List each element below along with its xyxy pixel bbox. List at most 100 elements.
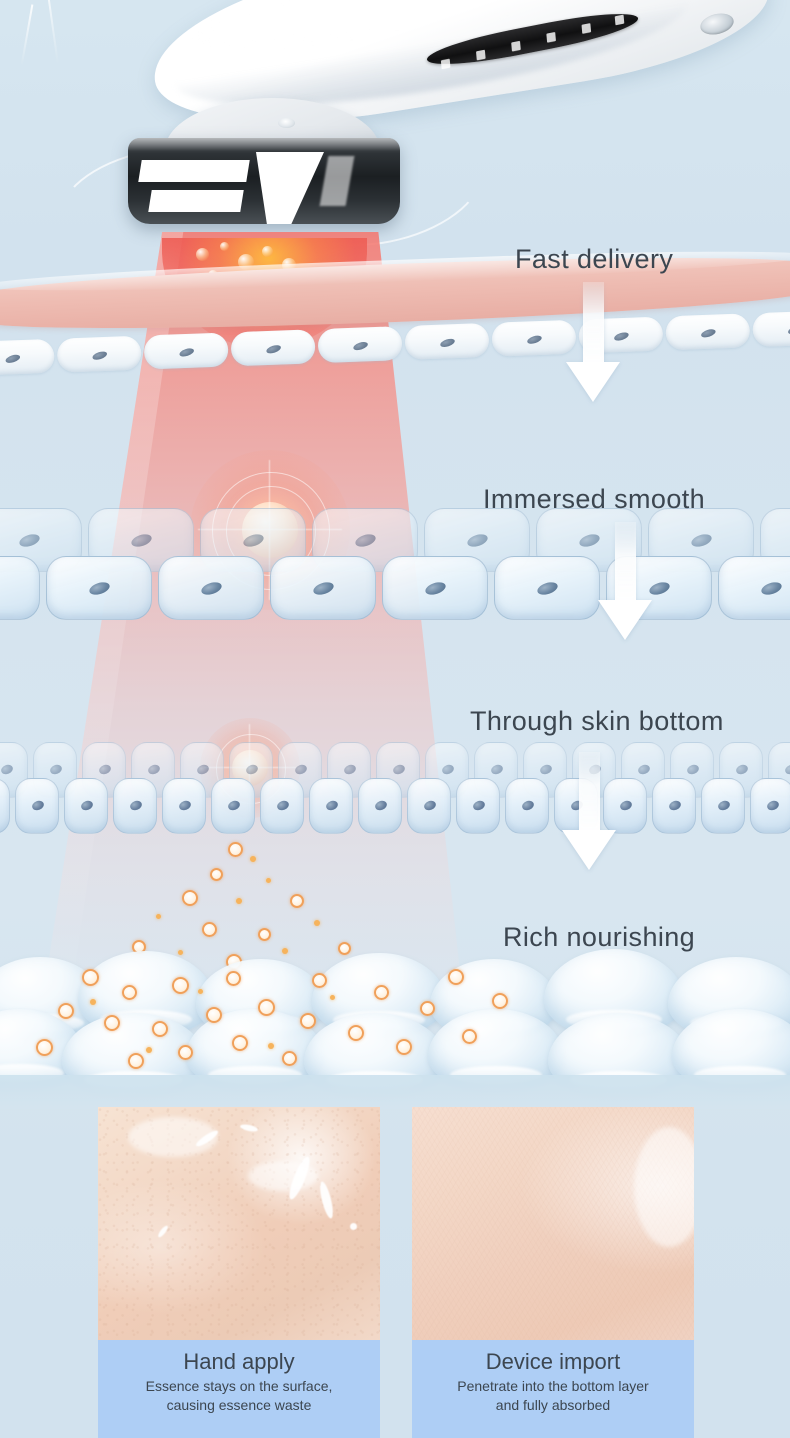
essence-ring xyxy=(226,971,241,986)
head-sheen-lower xyxy=(148,190,244,212)
control-icon-1 xyxy=(440,58,451,70)
device-treatment-head xyxy=(128,138,400,224)
epidermis-cell-row-front xyxy=(0,556,790,620)
skin-cell xyxy=(162,778,206,834)
skin-cell xyxy=(0,778,10,834)
essence-ring xyxy=(232,1035,248,1051)
essence-dot xyxy=(156,914,161,919)
essence-ring xyxy=(178,1045,193,1060)
control-icon-3 xyxy=(511,40,521,52)
head-sheen-wedge xyxy=(256,152,324,224)
skin-cell xyxy=(15,778,59,834)
control-icon-2 xyxy=(476,49,486,61)
skin-cell xyxy=(143,332,229,370)
essence-ring xyxy=(172,977,189,994)
photo-hand-apply xyxy=(98,1107,380,1340)
skin-layer-epidermis xyxy=(0,508,790,648)
essence-ring xyxy=(228,842,243,857)
skin-cell xyxy=(752,310,790,348)
essence-ring xyxy=(202,922,217,937)
essence-bubble xyxy=(220,242,229,251)
arrow-head xyxy=(598,600,652,640)
skin-cell xyxy=(56,335,142,373)
essence-dot xyxy=(178,950,183,955)
essence-dot xyxy=(268,1043,274,1049)
essence-ring xyxy=(36,1039,53,1056)
caption-line-2: and fully absorbed xyxy=(495,1397,611,1413)
caption-line-1: Essence stays on the surface, xyxy=(145,1378,333,1394)
skin-cell xyxy=(494,556,600,620)
control-icon-4 xyxy=(546,31,556,43)
device-head-rim xyxy=(128,138,400,151)
skin-cell xyxy=(407,778,451,834)
essence-dot xyxy=(146,1047,152,1053)
skin-cell xyxy=(491,319,577,357)
essence-ring xyxy=(104,1015,120,1031)
skin-cell xyxy=(505,778,549,834)
essence-ring xyxy=(448,969,464,985)
caption-title: Hand apply xyxy=(183,1349,295,1374)
caption-line-2: causing essence waste xyxy=(166,1397,312,1413)
essence-dot xyxy=(282,948,288,954)
step-label-through-skin-bottom: Through skin bottom xyxy=(470,706,724,736)
skin-cell xyxy=(652,778,696,834)
skin-cell xyxy=(113,778,157,834)
essence-dot xyxy=(266,878,271,883)
skin-cell xyxy=(309,778,353,834)
skin-cell xyxy=(260,778,304,834)
essence-ring xyxy=(58,1003,74,1019)
skin-cell xyxy=(456,778,500,834)
essence-ring xyxy=(122,985,137,1000)
step-label-immersed-smooth: Immersed smooth xyxy=(483,484,706,514)
essence-ring xyxy=(182,890,198,906)
skin-cell xyxy=(750,778,790,834)
essence-ring xyxy=(282,1051,297,1066)
arrow-head xyxy=(562,830,616,870)
comparison-card-hand-apply[interactable]: Hand apply Essence stays on the surface,… xyxy=(98,1107,380,1438)
deep-layer-fade xyxy=(0,1075,790,1109)
essence-ring xyxy=(152,1021,168,1037)
essence-dot xyxy=(250,856,256,862)
essence-ring xyxy=(396,1039,412,1055)
essence-droplet xyxy=(350,1223,357,1230)
step-label-fast-delivery: Fast delivery xyxy=(515,244,674,274)
skin-cell xyxy=(665,313,751,351)
essence-dot xyxy=(314,920,320,926)
essence-ring xyxy=(312,973,327,988)
caption-title: Device import xyxy=(485,1349,621,1374)
skin-cell xyxy=(603,778,647,834)
skin-cell xyxy=(46,556,152,620)
control-icon-5 xyxy=(581,23,592,34)
essence-sheen xyxy=(248,1161,318,1191)
essence-bubble xyxy=(262,246,273,257)
arrow-shaft xyxy=(615,522,636,604)
skin-sheen xyxy=(634,1127,694,1247)
essence-dot xyxy=(330,995,335,1000)
skin-cell xyxy=(404,322,490,360)
basal-cell-row-front xyxy=(0,778,790,834)
essence-sheen xyxy=(128,1117,218,1157)
essence-dot xyxy=(90,999,96,1005)
step-arrow-through-skin-bottom xyxy=(562,752,616,870)
control-icon-6 xyxy=(614,14,625,26)
caption-device-import: Device import Penetrate into the bottom … xyxy=(412,1340,694,1438)
essence-ring xyxy=(300,1013,316,1029)
comparison-card-device-import[interactable]: Device import Penetrate into the bottom … xyxy=(412,1107,694,1438)
essence-ring xyxy=(492,993,508,1009)
photo-device-import xyxy=(412,1107,694,1340)
essence-ring xyxy=(462,1029,477,1044)
essence-dot xyxy=(236,898,242,904)
skin-cell xyxy=(230,329,316,367)
head-sheen-edge xyxy=(319,156,355,206)
essence-ring xyxy=(420,1001,435,1016)
essence-ring xyxy=(258,928,271,941)
essence-ring xyxy=(338,942,351,955)
skin-cell xyxy=(211,778,255,834)
skin-cell xyxy=(0,338,55,376)
essence-dot xyxy=(198,989,203,994)
essence-ring xyxy=(82,969,99,986)
device-neck-vent xyxy=(278,118,295,128)
skin-cell xyxy=(317,326,403,364)
essence-ring xyxy=(258,999,275,1016)
